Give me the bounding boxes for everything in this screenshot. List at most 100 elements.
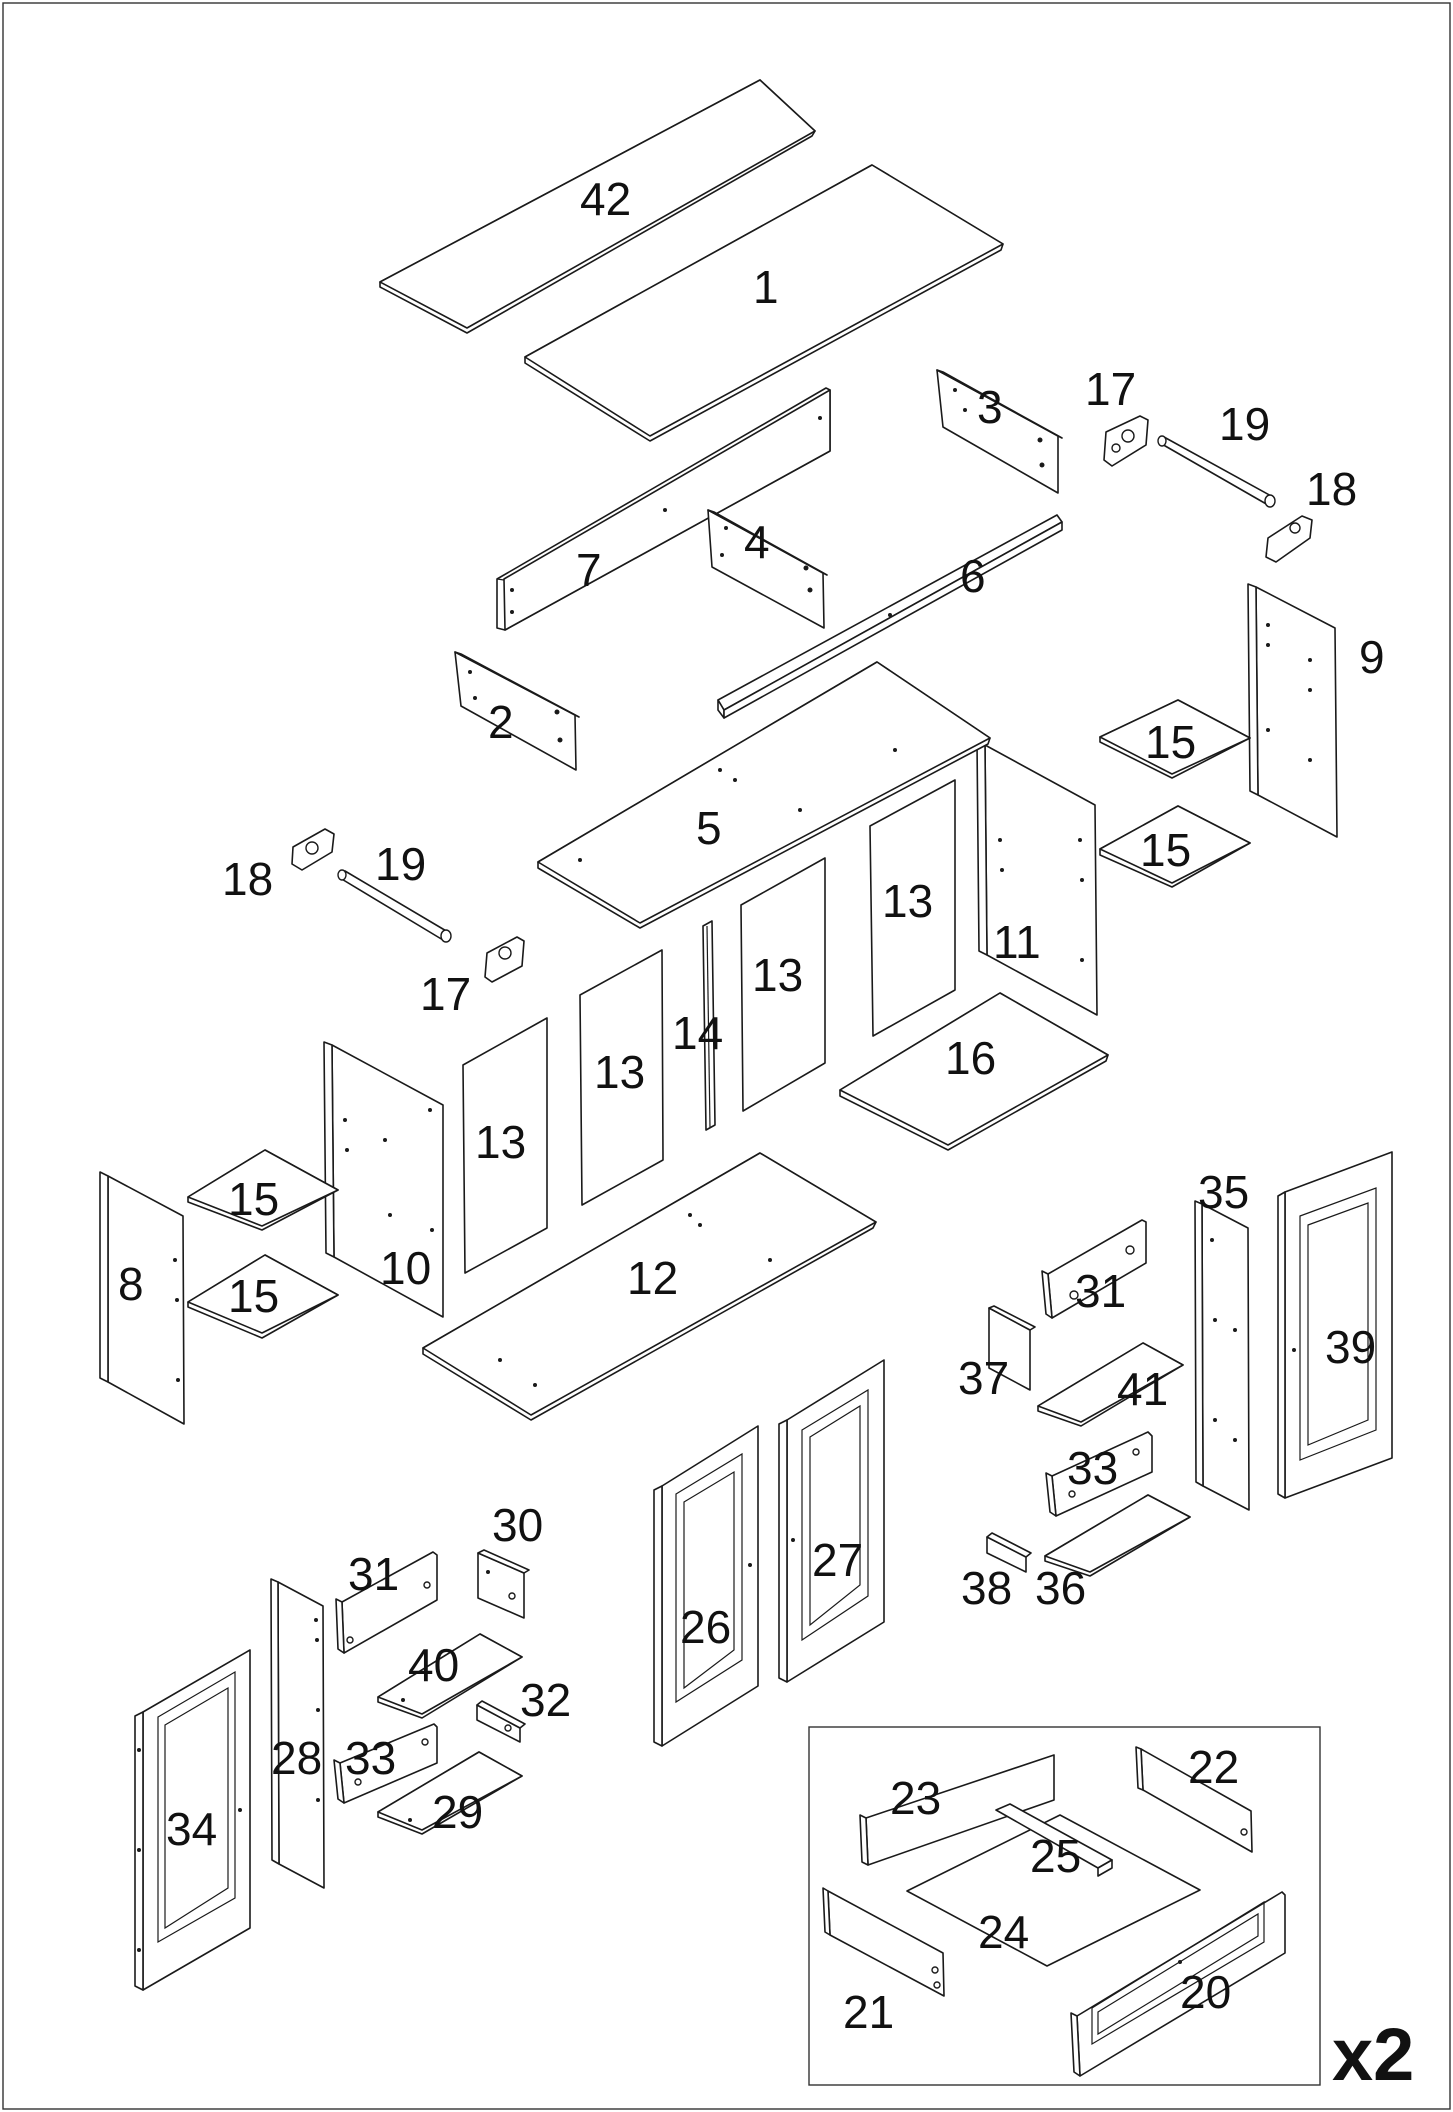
part-20-drawer-front	[1070, 1891, 1286, 2077]
label-part-4: 4	[744, 516, 770, 568]
label-part-30: 30	[492, 1499, 543, 1551]
label-part-38: 38	[961, 1562, 1012, 1614]
label-part-36: 36	[1035, 1562, 1086, 1614]
label-part-15-right-upper: 15	[1145, 716, 1196, 768]
part-17-bracket-upper	[1103, 415, 1149, 467]
label-part-17-upper: 17	[1085, 363, 1136, 415]
part-6-long-rail	[717, 514, 1063, 719]
part-26-door	[653, 1425, 759, 1747]
part-15-shelf-left-lower	[187, 1254, 339, 1339]
part-9-right-side	[1247, 583, 1338, 838]
label-part-5: 5	[696, 802, 722, 854]
part-25-drawer-rail	[995, 1803, 1113, 1877]
label-part-35: 35	[1198, 1166, 1249, 1218]
part-34-door	[134, 1649, 251, 1991]
part-8-left-side	[99, 1171, 185, 1425]
part-38-block	[986, 1532, 1032, 1573]
label-part-29: 29	[432, 1786, 483, 1838]
label-part-1: 1	[753, 261, 779, 313]
label-part-22: 22	[1188, 1741, 1239, 1793]
label-part-13-3: 13	[752, 949, 803, 1001]
part-13-back-panel-1	[462, 1017, 548, 1274]
part-19-rod-upper	[1157, 435, 1276, 508]
label-part-20: 20	[1180, 1966, 1231, 2018]
label-part-14: 14	[672, 1007, 723, 1059]
part-41-shelf	[1037, 1342, 1184, 1427]
part-33-rail-left	[333, 1723, 438, 1804]
label-part-31-left: 31	[348, 1548, 399, 1600]
part-10-left-inner-side	[323, 1041, 444, 1318]
label-part-42: 42	[580, 173, 631, 225]
label-part-10: 10	[380, 1242, 431, 1294]
label-part-23: 23	[890, 1772, 941, 1824]
part-21-drawer-side	[822, 1887, 945, 1997]
part-35-vertical-panel	[1194, 1200, 1250, 1511]
label-part-8: 8	[118, 1258, 144, 1310]
label-part-19-left: 19	[375, 838, 426, 890]
label-part-24: 24	[978, 1906, 1029, 1958]
part-4-panel	[707, 509, 828, 629]
part-28-vertical-panel	[270, 1578, 325, 1889]
label-part-13-1: 13	[475, 1116, 526, 1168]
label-part-15-right-lower: 15	[1140, 824, 1191, 876]
label-part-17-left: 17	[420, 968, 471, 1020]
label-part-33-left: 33	[345, 1732, 396, 1784]
label-part-26: 26	[680, 1601, 731, 1653]
part-5-middle-panel	[537, 661, 991, 929]
part-33-rail-right	[1045, 1431, 1153, 1517]
label-part-25: 25	[1030, 1830, 1081, 1882]
part-19-rod-left	[337, 869, 452, 943]
part-27-door	[778, 1359, 885, 1683]
label-part-12: 12	[627, 1252, 678, 1304]
part-32-block	[476, 1700, 526, 1743]
label-part-18-left: 18	[222, 853, 273, 905]
part-17-bracket-left	[484, 936, 525, 983]
drawer-detail-box	[808, 1726, 1321, 2086]
label-part-33-right: 33	[1067, 1442, 1118, 1494]
part-11-right-inner-side	[976, 741, 1098, 1016]
label-part-34: 34	[166, 1803, 217, 1855]
label-part-9: 9	[1359, 631, 1385, 683]
part-12-bottom-panel	[422, 1152, 877, 1421]
label-part-13-2: 13	[594, 1046, 645, 1098]
part-13-back-panel-3	[740, 857, 826, 1112]
part-7-back-rail	[496, 387, 831, 631]
part-15-shelf-left-upper	[187, 1149, 339, 1231]
label-part-11: 11	[993, 916, 1041, 968]
label-part-13-4: 13	[882, 875, 933, 927]
part-31-rail-right	[1041, 1219, 1147, 1319]
part-3-panel	[936, 369, 1063, 494]
part-15-shelf-right-upper	[1099, 699, 1251, 779]
part-18-bracket-upper	[1265, 515, 1313, 563]
part-37-block	[988, 1305, 1036, 1391]
label-part-27: 27	[812, 1534, 863, 1586]
part-13-back-panel-2	[579, 949, 664, 1206]
label-part-2: 2	[488, 696, 514, 748]
label-part-21: 21	[843, 1986, 894, 2038]
part-29-shelf	[377, 1751, 523, 1835]
part-40-shelf	[377, 1633, 523, 1719]
part-1-top-panel	[524, 164, 1004, 442]
part-42-top-cap	[379, 79, 816, 334]
part-30-block	[477, 1549, 530, 1619]
part-18-bracket-left	[291, 828, 335, 871]
part-2-panel	[454, 651, 580, 771]
label-part-3: 3	[977, 381, 1003, 433]
label-part-18-upper: 18	[1306, 463, 1357, 515]
part-36-shelf	[1044, 1494, 1191, 1577]
part-39-door	[1277, 1151, 1393, 1499]
label-part-15-left-lower: 15	[228, 1270, 279, 1322]
quantity-multiplier: x2	[1332, 2013, 1414, 2096]
part-15-shelf-right-lower	[1099, 805, 1251, 888]
part-14-divider-strip	[702, 920, 716, 1131]
label-part-15-left-upper: 15	[228, 1173, 279, 1225]
label-part-31-right: 31	[1075, 1265, 1126, 1317]
label-part-37: 37	[958, 1352, 1009, 1404]
part-23-drawer-side	[859, 1754, 1055, 1866]
label-part-40: 40	[408, 1639, 459, 1691]
part-13-back-panel-4	[869, 779, 956, 1037]
label-part-7: 7	[576, 544, 602, 596]
label-part-6: 6	[960, 550, 986, 602]
